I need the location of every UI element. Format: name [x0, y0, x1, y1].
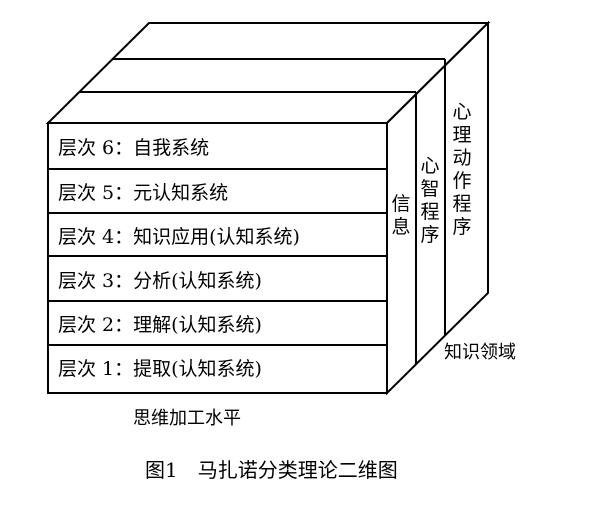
level-axis-label: 思维加工水平 — [133, 408, 241, 429]
level-6-label: 层次 6：自我系统 — [58, 137, 209, 159]
level-1-label: 层次 1：提取(认知系统) — [58, 358, 262, 380]
level-4-label: 层次 4：知识应用(认知系统) — [58, 226, 300, 248]
domain-labels: 信息 心智程序 心理动作程序 — [391, 101, 471, 246]
level-labels: 层次 6：自我系统 层次 5：元认知系统 层次 4：知识应用(认知系统) 层次 … — [58, 137, 300, 380]
cube-side-face — [386, 20, 489, 396]
cube-front-face — [47, 122, 388, 394]
figure-caption: 图1 马扎诺分类理论二维图 — [145, 458, 398, 482]
level-5-label: 层次 5：元认知系统 — [58, 182, 228, 204]
domain-information-label: 信息 — [391, 193, 410, 238]
domain-axis-label: 知识领域 — [444, 342, 516, 363]
level-2-label: 层次 2：理解(认知系统) — [58, 314, 262, 336]
level-3-label: 层次 3：分析(认知系统) — [58, 270, 262, 292]
domain-psychomotor-procedures-label: 心理动作程序 — [452, 101, 471, 238]
domain-mental-procedures-label: 心智程序 — [420, 155, 439, 246]
